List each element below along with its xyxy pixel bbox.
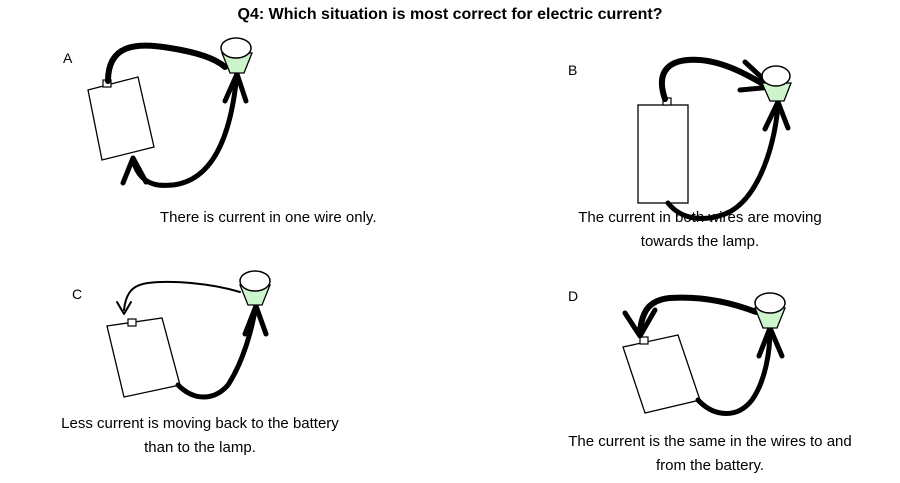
arrow-head-up [222, 71, 249, 104]
arrow-head-down [116, 301, 132, 315]
question-title: Q4: Which situation is most correct for … [237, 6, 663, 23]
option-c-caption: Less current is moving back to the batte… [61, 415, 339, 456]
wire-to-lamp [175, 302, 259, 400]
option-a-letter: A [63, 50, 73, 66]
wire-to-battery [637, 294, 759, 335]
wire-top [658, 56, 773, 102]
lamp-bulb [239, 270, 271, 292]
lamp-bulb [220, 37, 252, 59]
option-a-caption: There is current in one wire only. [160, 209, 377, 226]
battery [622, 334, 701, 414]
option-b-letter: B [568, 62, 578, 78]
wire-bottom [665, 100, 781, 221]
arrow-head-up [762, 99, 791, 132]
option-c-letter: C [72, 286, 83, 302]
option-d-letter: D [568, 288, 579, 304]
lamp-bulb [761, 65, 791, 87]
battery [87, 76, 155, 161]
wire-to-battery [123, 280, 241, 311]
wire-to-lamp [105, 42, 228, 84]
option-d-caption: The current is the same in the wires to … [568, 433, 852, 474]
arrow-head-up [242, 303, 269, 337]
arrow-head-down [120, 155, 149, 186]
option-b-caption: The current in both wires are moving tow… [578, 209, 822, 250]
wire-to-lamp [695, 327, 773, 416]
battery-terminal [127, 318, 137, 327]
lamp-bulb [754, 292, 786, 314]
arrow-head-down [622, 307, 658, 339]
battery-terminal [639, 336, 649, 345]
